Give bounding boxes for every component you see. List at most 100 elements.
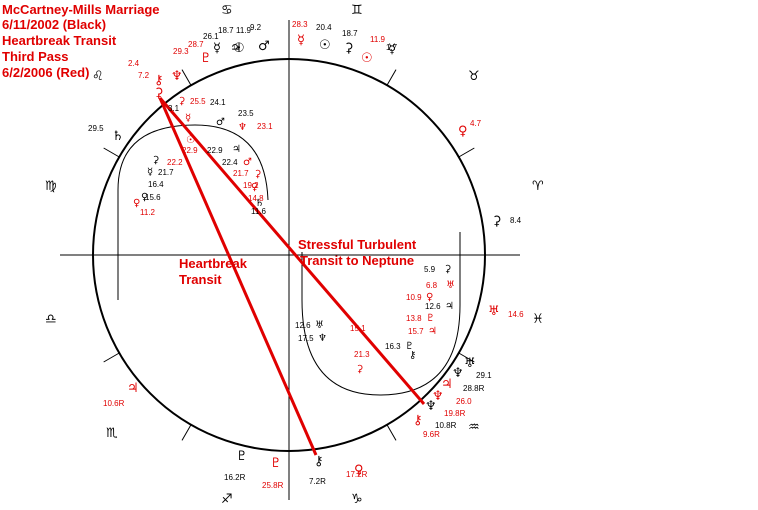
black-uranus-aq-icon: ♅ xyxy=(464,356,476,371)
red-chiron-aq-degree: 9.6R xyxy=(423,430,440,439)
sign-ticks xyxy=(103,69,475,441)
virgo-sign: ♍ xyxy=(45,179,57,194)
inner-right-glyph-5-icon: ♃ xyxy=(428,326,437,337)
red-jupiter-libra-icon: ♃ xyxy=(127,381,139,396)
black-mercury-gem-icon: ☿ xyxy=(388,42,396,57)
black-mercury-top-degree: 26.1 xyxy=(203,32,219,41)
inner-right-degree-3: 12.6 xyxy=(425,302,441,311)
sign-tick xyxy=(458,147,475,158)
red-neptune-aq-degree: 19.8R xyxy=(444,409,466,418)
red-chiron-sat-degree: 2.4 xyxy=(128,59,140,68)
inner-right-degree-1: 6.8 xyxy=(426,281,438,290)
red-jupiter-aq-degree: 26.0 xyxy=(456,397,472,406)
gemini-sign: ♊ xyxy=(351,3,363,18)
red-sun-gem-icon: ☉ xyxy=(361,51,373,66)
cancer-sign: ♋ xyxy=(221,3,233,18)
scorpio-sign: ♏ xyxy=(106,426,118,441)
inner-left-degree-17: 21.7 xyxy=(233,169,249,178)
outer-points: ☿26.1☉18.7♂9.2♃11.9♇28.7♆29.3⚷2.4⚳7.2☿28… xyxy=(88,20,524,490)
inner-left-degree-1: 24.1 xyxy=(210,98,226,107)
black-sun-top-icon: ☉ xyxy=(233,41,245,56)
black-mercury-gem-degree: 1.7 xyxy=(386,43,398,52)
inner-right-glyph-8-icon: ♅ xyxy=(315,320,324,331)
inner-right-glyph-4-icon: ♇ xyxy=(426,313,435,324)
stressful-label-2: Transit to Neptune xyxy=(300,253,414,268)
inner-left-glyph-14-icon: ♂ xyxy=(243,157,252,168)
inner-right-glyph-10-icon: ♆ xyxy=(318,333,327,344)
black-pluto-sag-degree: 16.2R xyxy=(224,473,246,482)
inner-left-glyph-11-icon: ☉ xyxy=(186,135,195,146)
black-chiron-sag-icon: ⚷ xyxy=(314,454,324,469)
aquarius-sign: ♒ xyxy=(468,420,480,435)
inner-right-degree-5: 15.7 xyxy=(408,327,424,336)
inner-left-degree-3: 23.1 xyxy=(257,122,273,131)
black-saturn-virgo-icon: ♄ xyxy=(112,129,124,144)
sign-tick xyxy=(386,69,397,86)
inner-left-degree-4: 3.1 xyxy=(168,104,180,113)
inner-left-glyph-23-icon: ♀ xyxy=(141,192,148,203)
red-chiron-leo-degree: 7.2 xyxy=(138,71,150,80)
sign-tick xyxy=(103,147,120,158)
chart-title: McCartney-Mills Marriage 6/11/2002 (Blac… xyxy=(2,2,160,80)
inner-right-glyph-0-icon: ⚳ xyxy=(444,264,451,275)
red-pluto-sag-degree: 25.8R xyxy=(262,481,284,490)
red-neptune-sat-icon: ♆ xyxy=(171,69,183,84)
inner-right-degree-11: 21.3 xyxy=(354,350,370,359)
black-neptune-aq2-icon: ♆ xyxy=(425,399,437,414)
inner-left-glyph-19-icon: ☿ xyxy=(147,167,153,178)
inner-right-degree-0: 5.9 xyxy=(424,265,436,274)
inner-left-degree-13: 22.4 xyxy=(222,158,238,167)
red-mercury-gem-degree: 28.3 xyxy=(292,20,308,29)
inner-left-glyph-22-icon: ♀ xyxy=(251,182,258,193)
black-pluto-sag-icon: ♇ xyxy=(236,449,248,464)
sagittarius-sign: ♐ xyxy=(221,492,233,507)
red-uranus-pisces-degree: 14.6 xyxy=(508,310,524,319)
inner-left-degree-29: 11.6 xyxy=(251,207,267,216)
sign-glyphs: ♋♊♉♈♓♒♑♐♏♎♍♌ xyxy=(45,3,544,507)
red-venus-taurus-degree: 4.7 xyxy=(470,119,482,128)
sign-tick xyxy=(181,424,192,441)
inner-right-glyph-12-icon: ⚳ xyxy=(356,364,363,375)
inner-left-degree-24: 15.6 xyxy=(145,193,161,202)
zodiac-circle xyxy=(92,58,486,452)
stressful-label-1: Stressful Turbulent xyxy=(298,237,417,252)
black-mars-top-icon: ♂ xyxy=(258,39,270,54)
red-mercury-gem-icon: ☿ xyxy=(297,33,305,48)
inner-left-degree-9: 22.9 xyxy=(207,146,223,155)
inner-right-glyph-1-icon: ♅ xyxy=(446,280,455,291)
red-chiron-sat-icon: ⚷ xyxy=(154,73,164,88)
red-neptune-sat-degree: 29.3 xyxy=(173,47,189,56)
leo-sign: ♌ xyxy=(92,69,104,84)
inner-left-glyph-10-icon: ♃ xyxy=(232,144,241,155)
red-jupiter-aq-icon: ♃ xyxy=(441,377,453,392)
red-uranus-pisces-icon: ♅ xyxy=(488,304,500,319)
black-ceres-aries-degree: 8.4 xyxy=(510,216,522,225)
black-uranus-aq-degree: 29.1 xyxy=(476,371,492,380)
inner-right-glyph-2-icon: ♀ xyxy=(426,292,433,303)
sign-tick xyxy=(458,352,475,363)
black-mercury-top-icon: ☿ xyxy=(213,41,221,56)
inner-left-degree-0: 25.5 xyxy=(190,97,206,106)
title-line-4: Third Pass xyxy=(2,49,68,64)
inner-left-degree-21: 19.2 xyxy=(243,181,259,190)
black-mars-top-degree: 9.2 xyxy=(250,23,262,32)
black-jupiter-top-degree: 11.9 xyxy=(236,26,252,35)
black-ceres-aries-icon: ⚳ xyxy=(492,214,502,229)
black-jupiter-top-icon: ♃ xyxy=(230,41,242,56)
inner-right-degree-2: 10.9 xyxy=(406,293,422,302)
red-sun-gem-degree: 11.9 xyxy=(370,35,386,44)
title-line-1: McCartney-Mills Marriage xyxy=(2,2,160,17)
black-ceres-gem-icon: ⚳ xyxy=(344,41,354,56)
inner-right-glyph-7-icon: ⚷ xyxy=(409,350,416,361)
inner-left-glyph-27-icon: ♀ xyxy=(133,198,140,209)
inner-right-degree-10: 17.5 xyxy=(298,334,314,343)
title-line-2: 6/11/2002 (Black) xyxy=(2,17,106,32)
inner-left-degree-12: 22.2 xyxy=(167,158,183,167)
inner-left-degree-2: 23.5 xyxy=(238,109,254,118)
aries-sign: ♈ xyxy=(532,179,544,194)
heartbreak-label-2: Transit xyxy=(179,272,222,287)
red-jupiter-libra-degree: 10.6R xyxy=(103,399,125,408)
